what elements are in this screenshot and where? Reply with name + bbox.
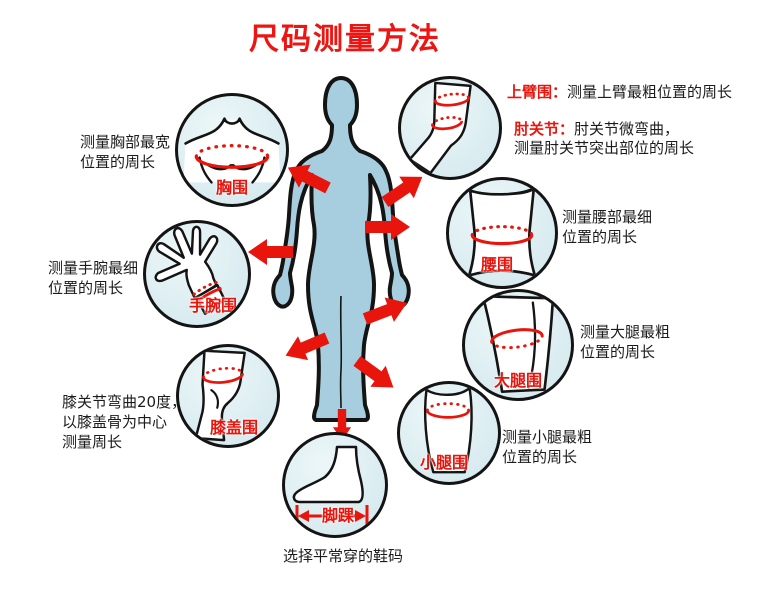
- body-silhouette: [271, 76, 411, 422]
- thigh-diagram-icon: [481, 294, 555, 393]
- waist-circle: 腰围: [446, 177, 558, 289]
- elbow-diagram-icon: [408, 81, 472, 175]
- thigh-badge: 大腿围: [493, 371, 543, 390]
- elbow-circle: [398, 76, 502, 180]
- wrist-circle: 手腕围: [143, 220, 251, 328]
- elbow-measure-line: [431, 116, 463, 131]
- foot-length-measure-line: [295, 505, 369, 527]
- wrist-badge: 手腕围: [188, 296, 238, 315]
- waist-badge: 腰围: [480, 255, 514, 274]
- knee-badge: 膝盖围: [209, 418, 259, 437]
- wrist-note: 测量手腕最细 位置的周长: [48, 259, 139, 297]
- chest-badge: 胸围: [215, 178, 249, 197]
- thigh-measure-line: [490, 328, 544, 350]
- waist-note: 测量腰部最细 位置的周长: [562, 208, 653, 246]
- calf-diagram-icon: [423, 386, 473, 474]
- elbow-note: 肘关节：肘关节微弯曲， 测量肘关节突出部位的周长: [514, 120, 695, 157]
- calf-note: 测量小腿最粗 位置的周长: [502, 428, 593, 466]
- waist-diagram-icon: [467, 187, 537, 277]
- waist-measure-line: [470, 234, 534, 246]
- chest-note: 测量胸部最宽 位置的周长: [80, 133, 171, 171]
- page-title: 尺码测量方法: [249, 22, 441, 57]
- leg-crease-line: [339, 295, 343, 409]
- calf-badge: 小腿围: [419, 453, 469, 472]
- thigh-circle: 大腿围: [462, 289, 574, 401]
- wrist-diagram-icon: [154, 225, 226, 316]
- chest-measure-line: [194, 156, 270, 169]
- knee-measure-line: [202, 366, 244, 384]
- shoe-size-note: 选择平常穿的鞋码: [283, 547, 404, 565]
- elbow-label: 肘关节：: [514, 120, 575, 138]
- foot-badge: 脚踝: [321, 506, 355, 525]
- knee-note: 膝关节弯曲20度， 以膝盖骨为中心 测量周长: [62, 393, 187, 451]
- foot-diagram-icon: [292, 445, 369, 527]
- knee-diagram-icon: [194, 349, 246, 442]
- chest-diagram-icon: [183, 117, 281, 184]
- chest-circle: 胸围: [175, 93, 289, 207]
- upper-arm-label: 上臂围：: [507, 83, 568, 101]
- wrist-measure-line: [192, 280, 219, 296]
- foot-circle: 脚踝: [282, 432, 388, 538]
- knee-circle: 膝盖围: [176, 344, 280, 448]
- upper-arm-note: 上臂围：测量上臂最粗位置的周长: [507, 83, 733, 101]
- thigh-note: 测量大腿最粗 位置的周长: [580, 323, 671, 361]
- calf-circle: 小腿围: [397, 381, 501, 485]
- upper-arm-measure-line: [434, 92, 470, 107]
- calf-measure-line: [426, 410, 470, 419]
